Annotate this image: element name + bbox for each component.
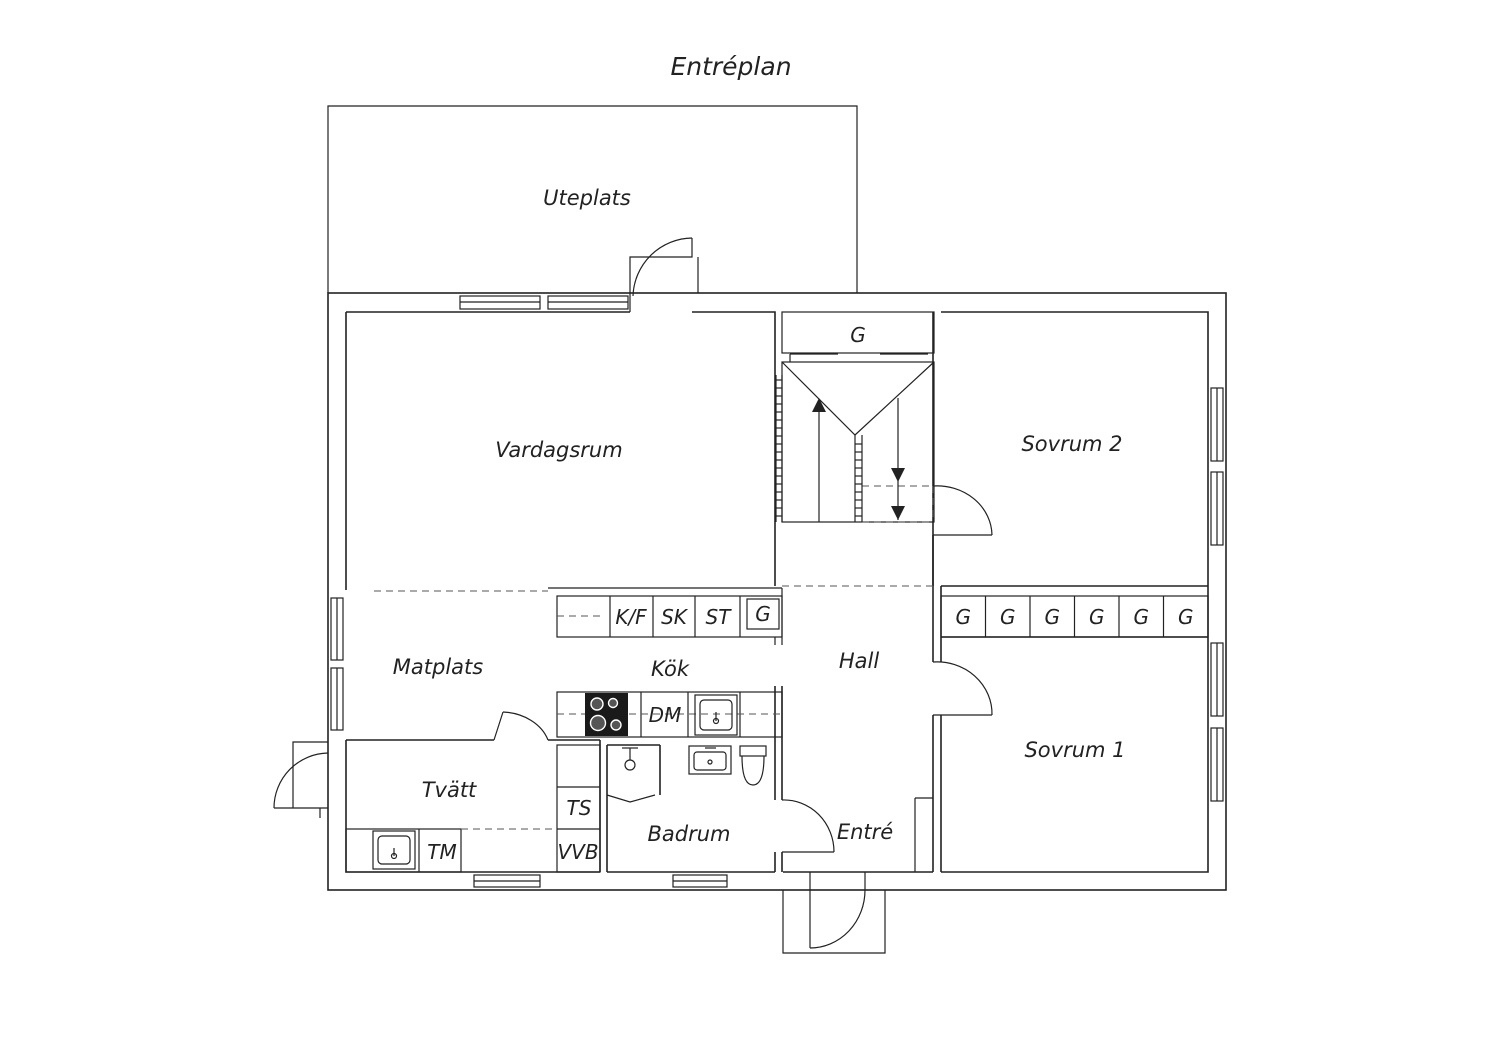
wardrobe-label: G <box>1000 605 1016 629</box>
wardrobe-label: G <box>956 605 972 629</box>
patio-outline <box>327 105 858 293</box>
room-label-matplats: Matplats <box>393 655 483 679</box>
stove-icon <box>585 693 628 736</box>
fixture-label-kf: K/F <box>615 605 647 629</box>
fixture-label-g-kitchen: G <box>755 602 771 626</box>
room-label-sovrum2: Sovrum 2 <box>1021 432 1122 456</box>
wardrobe-label: G <box>1178 605 1194 629</box>
windows <box>330 295 1224 888</box>
room-label-sovrum1: Sovrum 1 <box>1024 738 1125 762</box>
fixture-label-tm: TM <box>427 840 456 864</box>
room-label-uteplats: Uteplats <box>543 186 631 210</box>
room-label-hall: Hall <box>839 649 879 673</box>
plan-title: Entréplan <box>670 52 791 81</box>
room-label-kok: Kök <box>651 657 690 681</box>
staircase <box>775 353 935 522</box>
room-label-badrum: Badrum <box>647 822 730 846</box>
wardrobe-label: G <box>1089 605 1105 629</box>
kitchen-sink-icon <box>694 694 738 736</box>
doors <box>273 237 993 949</box>
room-label-vardagsrum: Vardagsrum <box>495 438 622 462</box>
fixture-label-dm: DM <box>649 703 682 727</box>
bath-sink-icon <box>688 745 732 775</box>
fixture-label-g-stair: G <box>850 323 866 347</box>
shower-icon <box>622 747 638 771</box>
fixture-label-vvb: VVB <box>557 840 598 864</box>
wardrobe-label: G <box>1134 605 1150 629</box>
wardrobe-label: G <box>1045 605 1061 629</box>
fixture-label-st: ST <box>706 605 733 629</box>
toilet-icon <box>739 745 767 786</box>
room-label-entre: Entré <box>837 820 893 844</box>
fixture-label-sk: SK <box>661 605 689 629</box>
room-label-tvatt: Tvätt <box>422 778 477 802</box>
fixture-label-ts: TS <box>567 796 592 820</box>
